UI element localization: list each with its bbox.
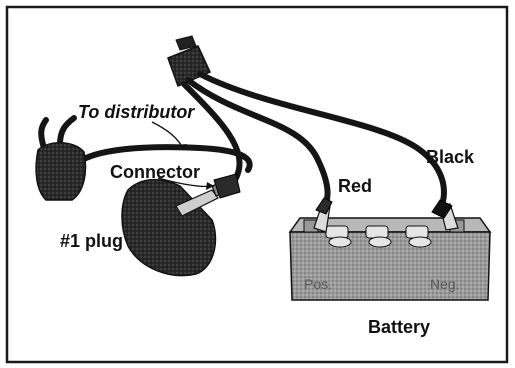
cables xyxy=(41,74,444,212)
label-pos: Pos. xyxy=(304,276,332,292)
label-battery: Battery xyxy=(368,317,430,337)
label-red: Red xyxy=(338,176,372,196)
label-plug: #1 plug xyxy=(60,231,123,251)
label-connector: Connector xyxy=(110,162,200,182)
label-neg: Neg. xyxy=(430,276,460,292)
distributor-boot xyxy=(36,143,85,200)
label-to-distributor: To distributor xyxy=(78,102,195,122)
label-black: Black xyxy=(426,147,475,167)
spark-plug-head xyxy=(122,174,240,276)
